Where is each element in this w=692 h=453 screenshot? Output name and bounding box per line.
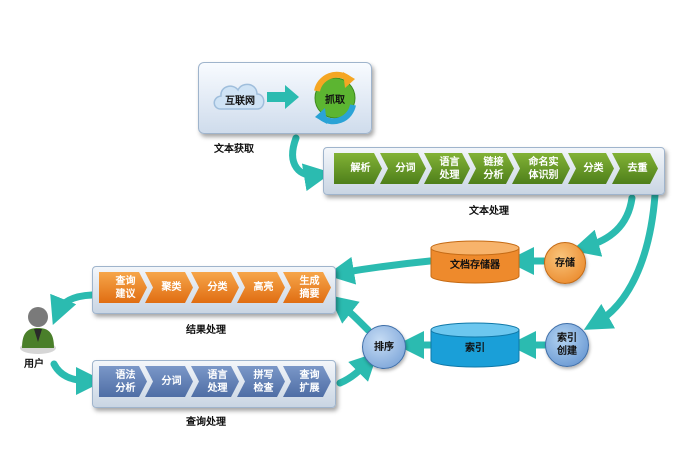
step-result-classify: 分类: [191, 272, 239, 303]
step-highlight: 高亮: [237, 272, 285, 303]
step-named-entity-recognition: 命名实 体识别: [512, 153, 570, 184]
step-language-processing: 语言 处理: [424, 153, 470, 184]
cloud-icon: [213, 83, 265, 110]
store-label: 存储: [555, 257, 575, 269]
text-processing-tray: 解析 分词 语言 处理 链接 分析 命名实 体识别 分类 去重: [323, 147, 665, 195]
index-label: 索引: [465, 343, 485, 354]
index-create-node: 索引 创建: [545, 323, 589, 367]
step-parse: 解析: [334, 153, 382, 184]
acquisition-caption: 文本获取: [214, 144, 254, 155]
step-link-analysis: 链接 分析: [468, 153, 514, 184]
crawl-node: 抓取: [309, 67, 361, 125]
query-processing-caption: 查询处理: [186, 417, 226, 428]
index-create-label: 索引 创建: [557, 333, 577, 357]
crawl-label: 抓取: [325, 95, 345, 106]
step-query-tokenize: 分词: [145, 366, 193, 397]
arrow-text-processing-to-index-create: [583, 191, 659, 330]
query-processing-tray: 语法 分析 分词 语言 处理 拼写 检查 查询 扩展: [92, 360, 336, 408]
step-query-language-processing: 语言 处理: [191, 366, 239, 397]
cylinder-shape: [430, 322, 520, 368]
step-generate-summary: 生成 摘要: [283, 272, 331, 303]
result-processing-caption: 结果处理: [186, 325, 226, 336]
step-cluster: 聚类: [145, 272, 193, 303]
doc-store-cylinder: 文档存储器: [430, 240, 520, 284]
arrow-right-icon: [267, 85, 299, 109]
arrow-doc-store-to-results: [326, 256, 434, 285]
text-processing-caption: 文本处理: [469, 206, 509, 217]
arrow-results-to-user: [50, 291, 96, 325]
arrow-user-to-query: [50, 360, 104, 395]
acquisition-panel: 互联网 抓取: [198, 62, 372, 134]
step-syntax-analysis: 语法 分析: [99, 366, 147, 397]
ranking-label: 排序: [374, 341, 394, 353]
step-dedupe: 去重: [612, 153, 658, 184]
step-query-suggestion: 查询 建议: [99, 272, 147, 303]
step-tokenize: 分词: [380, 153, 426, 184]
index-cylinder: 索引: [430, 322, 520, 368]
doc-store-label: 文档存储器: [450, 260, 500, 271]
arrow-dedupe-to-store: [571, 194, 636, 257]
arrow-query-to-rank: [336, 352, 378, 387]
arrow-rank-to-results: [329, 295, 372, 334]
cylinder-shape: [430, 240, 520, 284]
refresh-cycle-icon: [314, 71, 356, 125]
user-icon: [20, 307, 56, 354]
step-spell-check: 拼写 检查: [237, 366, 285, 397]
user-node: 用户: [14, 302, 62, 372]
step-classify: 分类: [568, 153, 614, 184]
store-node: 存储: [544, 242, 586, 284]
result-processing-tray: 查询 建议 聚类 分类 高亮 生成 摘要: [92, 266, 336, 314]
ranking-node: 排序: [362, 325, 406, 369]
internet-label: 互联网: [225, 96, 255, 107]
step-query-expansion: 查询 扩展: [283, 366, 331, 397]
arrow-crawl-to-text-processing: [289, 134, 332, 192]
user-label: 用户: [24, 359, 44, 370]
